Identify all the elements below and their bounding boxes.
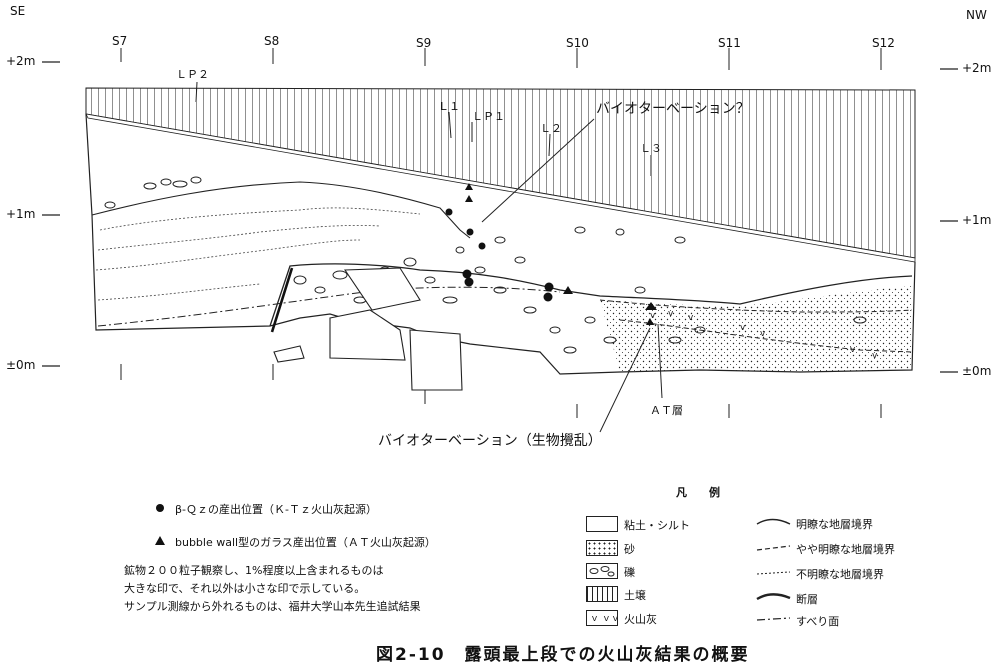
layer-label-lp2: ＬＰ２ [176, 68, 209, 81]
legend-label-clay: 粘土・シルト [624, 519, 690, 532]
legend-title: 凡 例 [676, 486, 720, 499]
legend-label-sand: 砂 [624, 543, 635, 556]
figure-title: 図2-10 露頭最上段での火山灰結果の概要 [376, 645, 750, 665]
svg-text:v: v [872, 351, 878, 361]
legend-swatch-soil [586, 586, 618, 602]
elev-left-0m: ±0m [6, 358, 36, 372]
svg-text:v: v [668, 309, 674, 319]
note-triangle-marker: bubble wall型のガラス産出位置（ＡＴ火山灰起源） [175, 536, 436, 549]
layer-label-l2: Ｌ２ [540, 122, 562, 135]
legend-label-fault: 断層 [796, 593, 818, 606]
note-line-1: 鉱物２００粒子観察し、1%程度以上含まれるものは [124, 564, 384, 577]
layer-label-l1: Ｌ１ [438, 100, 460, 113]
legend-ash-symbol: ｖ ｖｖ [590, 614, 618, 624]
layer-label-l3: Ｌ３ [640, 142, 662, 155]
note-circle-marker: β-Ｑｚの産出位置（Ｋ-Ｔｚ火山灰起源） [175, 503, 377, 516]
elev-right-0m: ±0m [962, 364, 992, 378]
svg-text:v: v [740, 323, 746, 333]
legend-label-soil: 土壌 [624, 589, 646, 602]
station-s8: S8 [264, 34, 280, 48]
direction-se: SE [10, 4, 26, 18]
legend-label-gravel: 礫 [624, 566, 635, 579]
direction-nw: NW [966, 8, 987, 22]
legend-label-unclear-boundary: 不明瞭な地層境界 [796, 568, 884, 581]
svg-text:v: v [650, 311, 656, 321]
svg-text:v: v [688, 313, 694, 323]
elev-left-2m: +2m [6, 54, 36, 68]
legend-label-clear-boundary: 明瞭な地層境界 [796, 518, 873, 531]
legend-label-moderate-boundary: やや明瞭な地層境界 [796, 543, 895, 556]
legend-swatch-sand [586, 540, 618, 556]
elev-right-2m: +2m [962, 61, 992, 75]
station-s7: S7 [112, 34, 128, 48]
layer-label-lp1: ＬＰ１ [472, 110, 505, 123]
station-s12: S12 [872, 36, 895, 50]
svg-text:v: v [850, 345, 856, 355]
legend-swatch-ash: ｖ ｖｖ [586, 610, 618, 626]
station-s10: S10 [566, 36, 589, 50]
note-line-2: 大きな印で、それ以外は小さな印で示している。 [124, 582, 366, 595]
annotation-bioturbation: バイオターベーション（生物攪乱） [378, 433, 602, 449]
legend-swatch-clay [586, 516, 618, 532]
annotation-bioturbation-question: バイオターベーション？ [596, 101, 750, 117]
svg-text:v: v [760, 329, 766, 339]
elev-right-1m: +1m [962, 213, 992, 227]
station-s11: S11 [718, 36, 741, 50]
legend-swatch-gravel [586, 563, 618, 579]
elev-left-1m: +1m [6, 207, 36, 221]
station-s9: S9 [416, 36, 432, 50]
legend-label-ash: 火山灰 [624, 613, 657, 626]
note-line-3: サンプル測線から外れるものは、福井大学山本先生追試結果 [124, 600, 421, 613]
legend-label-slip-surface: すべり面 [796, 615, 840, 628]
annotation-at-layer: ＡＴ層 [650, 404, 683, 417]
